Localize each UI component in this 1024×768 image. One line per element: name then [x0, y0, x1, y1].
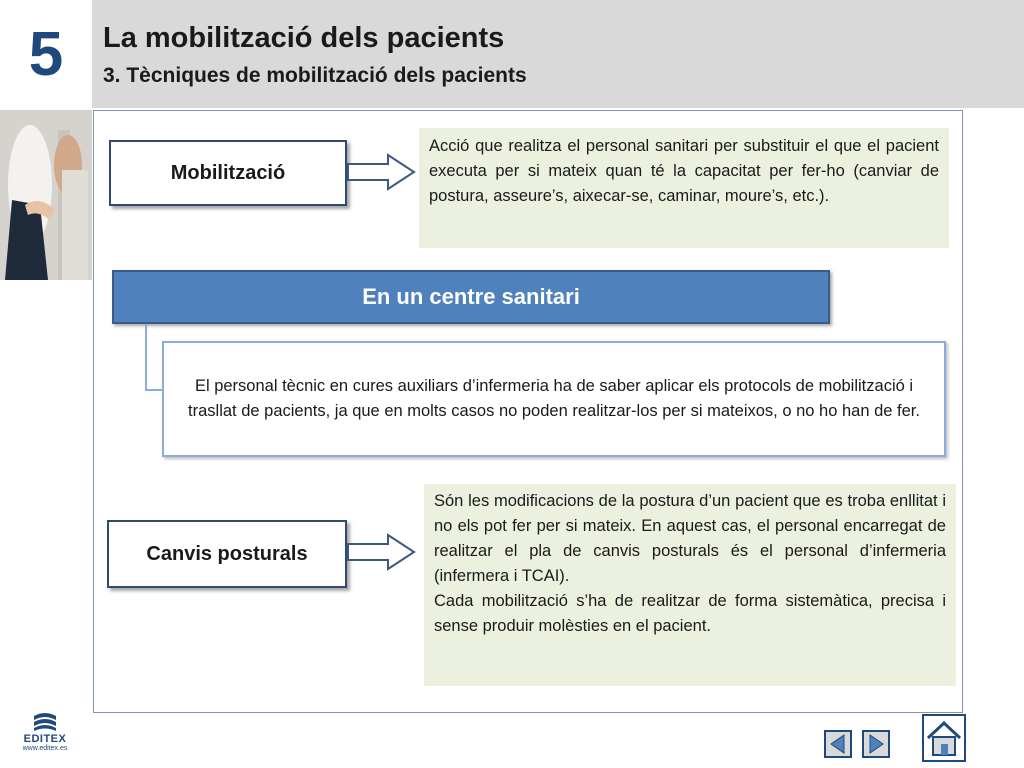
- canvis-description-2: Cada mobilització s’ha de realitzar de f…: [434, 592, 946, 635]
- mobilitzacio-description: Acció que realitza el personal sanitari …: [419, 128, 949, 248]
- header-bar: [92, 0, 1024, 108]
- canvis-label: Canvis posturals: [107, 520, 347, 588]
- triangle-right-icon[interactable]: [862, 730, 890, 758]
- centre-text: El personal tècnic en cures auxiliars d’…: [162, 341, 946, 457]
- arrow-right-icon: [347, 153, 416, 191]
- connector-line: [145, 324, 165, 391]
- logo-url: www.editex.es: [22, 745, 68, 752]
- triangle-left-icon[interactable]: [824, 730, 852, 758]
- home-icon[interactable]: [922, 714, 966, 762]
- centre-heading: En un centre sanitari: [112, 270, 830, 324]
- canvis-description: Són les modificacions de la postura d’un…: [424, 484, 956, 686]
- editex-logo-icon: [34, 713, 56, 731]
- editex-logo: EDITEX www.editex.es: [14, 712, 76, 760]
- logo-name: EDITEX: [23, 733, 67, 745]
- canvis-description-1: Són les modificacions de la postura d’un…: [434, 492, 946, 585]
- page-subtitle: 3. Tècniques de mobilització dels pacien…: [103, 64, 527, 87]
- mobilitzacio-label: Mobilització: [109, 140, 347, 206]
- chapter-number: 5: [28, 19, 64, 89]
- arrow-right-icon: [347, 533, 416, 571]
- side-photo: [0, 110, 92, 280]
- centre-text-content: El personal tècnic en cures auxiliars d’…: [188, 377, 920, 420]
- page-title: La mobilització dels pacients: [103, 22, 505, 54]
